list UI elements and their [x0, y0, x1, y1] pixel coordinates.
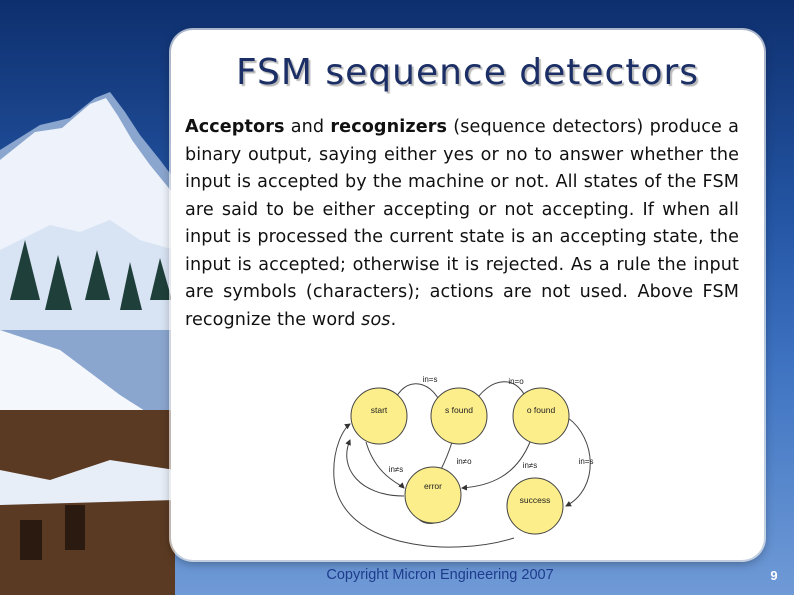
state-s-found [430, 387, 488, 445]
state-o-found [512, 387, 570, 445]
transition-label: in=o [508, 377, 524, 386]
snow-drift-shape [0, 460, 175, 505]
state-start [350, 387, 408, 445]
content-card [171, 30, 764, 560]
body-paragraph: Acceptors and recognizers (sequence dete… [185, 114, 739, 334]
chalet-window-shape [20, 520, 42, 560]
transition-start-to-error [365, 441, 405, 489]
state-label-error: error [424, 481, 442, 491]
state-label-start: start [371, 405, 388, 415]
slide-title: FSM sequence detectors [235, 52, 700, 93]
chalet-window-shape [65, 505, 85, 550]
state-label-success: success [520, 495, 551, 505]
term-recognizers: recognizers [330, 117, 448, 137]
transition-label: in≠s [389, 465, 404, 474]
body-text-connector: and [284, 117, 331, 137]
transition-ofound-to-error [461, 441, 531, 491]
copyright-footer: Copyright Micron Engineering 2007 [326, 567, 554, 583]
transition-error-to-start [345, 439, 405, 497]
fsm-diagram: start s found o found error success in=s… [333, 375, 594, 548]
state-error [404, 466, 462, 524]
slide-page-number: 9 [770, 568, 778, 583]
body-text-main: (sequence detectors) produce a binary ou… [185, 117, 739, 330]
state-label-s-found: s found [445, 405, 473, 415]
transition-label: in≠o [456, 457, 472, 466]
body-text-end: . [390, 309, 397, 330]
transition-success-to-start [333, 423, 515, 548]
state-success [506, 477, 564, 535]
word-sos: sos [361, 309, 391, 330]
term-acceptors: Acceptors [185, 117, 285, 137]
state-label-o-found: o found [527, 405, 556, 415]
transition-ofound-to-success [565, 417, 591, 507]
pine-trees [10, 240, 172, 310]
transition-label: in≠s [523, 461, 538, 470]
transition-label: in=s [423, 375, 438, 384]
transition-label: in=s [579, 457, 594, 466]
